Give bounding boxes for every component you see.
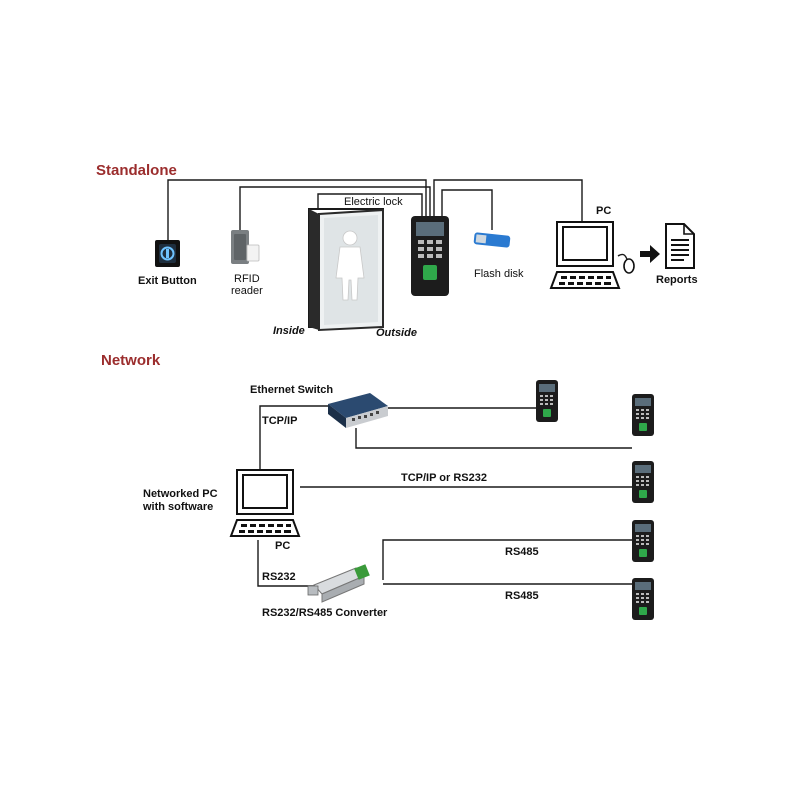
network-terminal-4 (632, 520, 654, 562)
network-wires (257, 405, 632, 587)
tcpip-label: TCP/IP (262, 415, 297, 427)
rs232-rs485-converter-device (307, 564, 370, 603)
reports-document-icon (665, 223, 695, 269)
standalone-pc-label: PC (596, 205, 611, 217)
ethernet-switch-device (328, 393, 388, 428)
network-terminal-1 (536, 380, 558, 422)
network-terminal-3 (632, 461, 654, 503)
reports-label: Reports (656, 274, 698, 286)
door (308, 208, 384, 332)
converter-label: RS232/RS485 Converter (262, 607, 388, 619)
fingerprint-terminal-main (411, 216, 449, 296)
standalone-title: Standalone (96, 162, 177, 179)
networked-pc-sublabel: PC (275, 540, 290, 552)
arrow-right-icon (640, 245, 660, 263)
ethernet-switch-label: Ethernet Switch (250, 384, 333, 396)
electric-lock-label: Electric lock (344, 196, 403, 208)
standalone-pc (550, 221, 620, 289)
rfid-label-line2: reader (231, 285, 263, 297)
rfid-reader-device (231, 230, 260, 264)
rfid-label-line1: RFID (234, 273, 260, 285)
mouse-icon (617, 253, 635, 274)
flash-disk-device (473, 232, 511, 248)
rs485-label-upper: RS485 (505, 546, 539, 558)
networked-pc-label-line2: with software (142, 501, 213, 513)
standalone-wires (167, 179, 583, 240)
outside-label: Outside (376, 327, 417, 339)
inside-label: Inside (273, 325, 305, 337)
networked-pc-label-line1: Networked PC (143, 488, 218, 500)
networked-pc (230, 469, 300, 537)
rs232-label: RS232 (262, 571, 296, 583)
network-terminal-5 (632, 578, 654, 620)
network-title: Network (101, 352, 161, 369)
flash-disk-label: Flash disk (474, 268, 524, 280)
exit-button-device (155, 240, 180, 267)
rs485-label-lower: RS485 (505, 590, 539, 602)
exit-button-label: Exit Button (138, 275, 197, 287)
network-terminal-2 (632, 394, 654, 436)
tcpip-or-rs232-label: TCP/IP or RS232 (401, 472, 487, 484)
